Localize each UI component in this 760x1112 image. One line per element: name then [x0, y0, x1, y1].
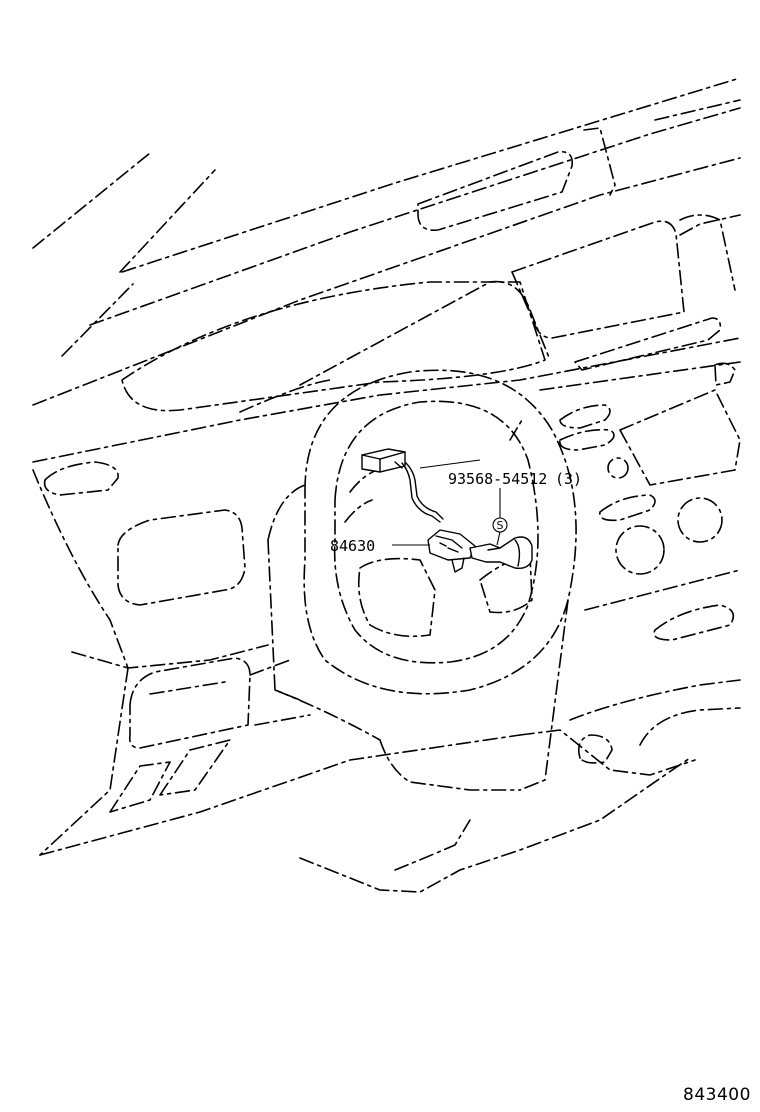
diagram-code: 843400: [683, 1085, 751, 1105]
switch-part-number: 84630: [330, 537, 375, 555]
cruise-control-switch: [361, 448, 533, 573]
steering-wheel: [267, 369, 577, 791]
screw-symbol-label: S: [497, 519, 504, 532]
screw-symbol: S: [492, 517, 508, 533]
screw-quantity: (3): [555, 470, 582, 488]
leader-lines: [392, 459, 501, 546]
screw-part-number: 93568-54512: [448, 470, 547, 488]
dashboard-outline: [32, 77, 741, 893]
